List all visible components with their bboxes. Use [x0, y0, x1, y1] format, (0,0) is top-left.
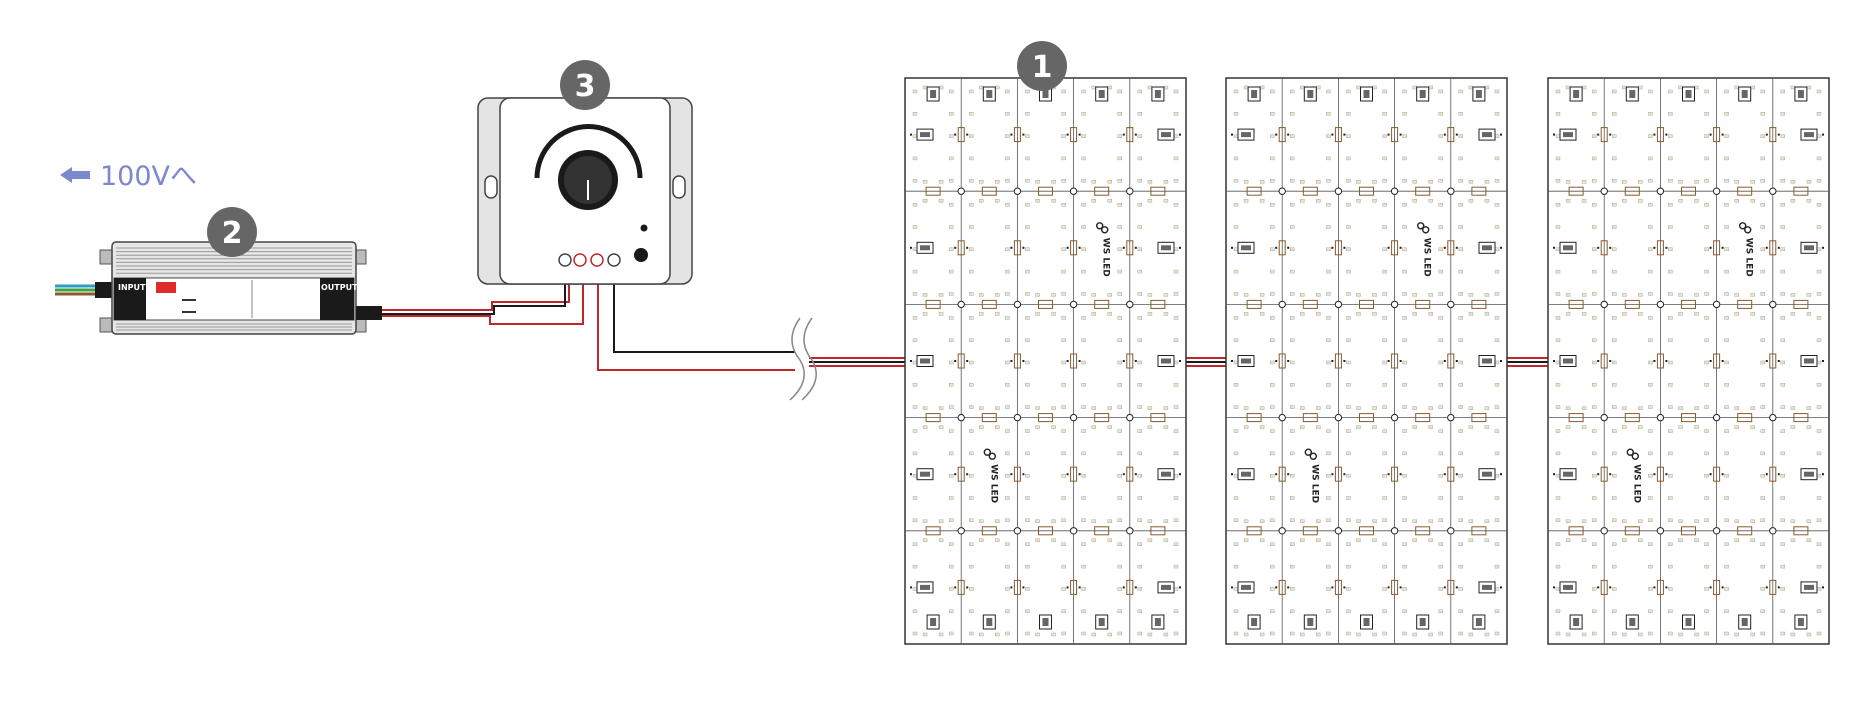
ws-logo-icon: [1738, 222, 1752, 234]
panel-logo-text: WS LED: [988, 464, 998, 503]
supply-label: 100Vへ: [100, 161, 197, 192]
ws-logo-icon: [1095, 222, 1109, 234]
panel-logo-text: WS LED: [1744, 238, 1754, 277]
supply-indicator: 100Vへ: [60, 161, 197, 192]
mains-cable: [55, 282, 115, 298]
led-panels: WS LED WS LED WS LED WS LED WS LED WS LED: [904, 77, 1830, 645]
dimmer-knob-icon: [558, 150, 618, 210]
badge-power-supply: 2: [207, 207, 257, 257]
badge-dimmer-number: 3: [575, 69, 596, 104]
badge-dimmer: 3: [560, 60, 610, 110]
panel-logo-text: WS LED: [1631, 464, 1641, 503]
psu-indicator: [156, 282, 176, 293]
ws-logo-icon: [1626, 448, 1640, 460]
led-panel: WS LED WS LED: [1547, 77, 1830, 645]
dimmer: [477, 97, 693, 285]
badge-power-supply-number: 2: [222, 216, 243, 251]
panel-logo-text: WS LED: [1309, 464, 1319, 503]
led-panel: WS LED WS LED: [904, 77, 1187, 645]
arrow-left-icon: [60, 167, 90, 183]
panel-logo-text: WS LED: [1422, 238, 1432, 277]
power-supply: INPUT OUTPUT: [99, 241, 382, 335]
led-panel: WS LED WS LED: [1225, 77, 1508, 645]
badge-led-panel: 1: [1017, 41, 1067, 91]
psu-output-label: OUTPUT: [321, 283, 358, 292]
wave-break-icon: [789, 317, 817, 402]
wiring: [382, 260, 1558, 371]
ws-logo-icon: [1304, 448, 1318, 460]
psu-input-label: INPUT: [118, 283, 146, 292]
ws-logo-icon: [983, 448, 996, 460]
badge-led-panel-number: 1: [1032, 50, 1053, 85]
panel-logo-text: WS LED: [1101, 238, 1111, 277]
ws-logo-icon: [1416, 222, 1430, 234]
